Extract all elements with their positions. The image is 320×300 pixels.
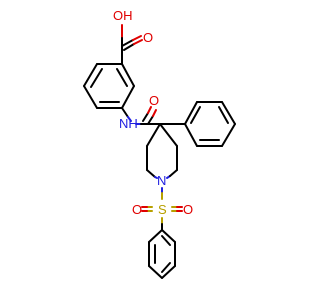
bond-c-o-b-o (147, 106, 152, 114)
bond-c-o-double-a (121, 39, 134, 47)
ring3-bond-6 (161, 229, 176, 243)
ring1-bond-2 (83, 63, 98, 87)
amide-nh-label: NH (119, 116, 138, 131)
sulfonyl-oxygen-right-label: O (183, 202, 193, 217)
pip-bond-6 (159, 123, 178, 147)
structure-canvas: OH O NH O N S O O (83, 8, 236, 279)
molecule-drawing: OH O NH O N S O O (83, 8, 236, 279)
ring3-bond-4-inner (161, 262, 171, 273)
amide-oxygen-label: O (149, 93, 159, 108)
ring1-bond-2-inner (90, 68, 103, 88)
ring3-bond-6-inner (161, 235, 171, 246)
piperidine-nitrogen-label: N (157, 173, 166, 188)
carboxyl-oxygen-label: O (143, 30, 153, 45)
bond-c-o-double-b (123, 43, 135, 51)
benzenesulfonyl-ring (148, 229, 176, 279)
ring3-bond-3 (148, 265, 163, 279)
sulfur-label: S (158, 202, 167, 217)
ring3-bond-1 (148, 229, 163, 243)
benzoic-acid-ring (83, 63, 135, 109)
ring1-bond-6 (121, 63, 135, 87)
sulfonyl-oxygen-left-label: O (132, 202, 142, 217)
bond-c-o-a-o (152, 109, 157, 117)
ring3-bond-4 (161, 265, 176, 279)
bond-c-o-double-b-o (133, 39, 143, 45)
ring2-bond-3-inner (218, 106, 229, 124)
bond-c-o-a (147, 115, 154, 125)
pip-bond-1 (146, 123, 161, 147)
bond-ring-n-n (127, 116, 132, 122)
ring2-bond-1-inner (190, 106, 201, 124)
ring1-bond-3 (83, 85, 98, 109)
ring2-bond-1 (184, 101, 198, 125)
ring1-bond-6-inner (116, 68, 128, 87)
amide-linkage (121, 106, 161, 125)
pip-bond-3 (146, 169, 156, 178)
pip-bond-4 (169, 169, 178, 177)
ring2-bond-6 (184, 123, 198, 147)
ring2-bond-4 (221, 123, 236, 147)
pip-bond-3-n (154, 176, 158, 179)
piperidine-ring (146, 123, 178, 179)
carboxylic-acid-group (121, 24, 143, 65)
hydroxyl-label: OH (113, 8, 133, 23)
ring2-bond-3 (221, 101, 236, 125)
bond-c-o-b (142, 112, 149, 122)
bond-c-o-double-a-o (132, 35, 142, 41)
bond-ring-n (121, 107, 129, 118)
ring1-bond-5 (121, 85, 135, 109)
phenyl-ring (159, 101, 236, 147)
